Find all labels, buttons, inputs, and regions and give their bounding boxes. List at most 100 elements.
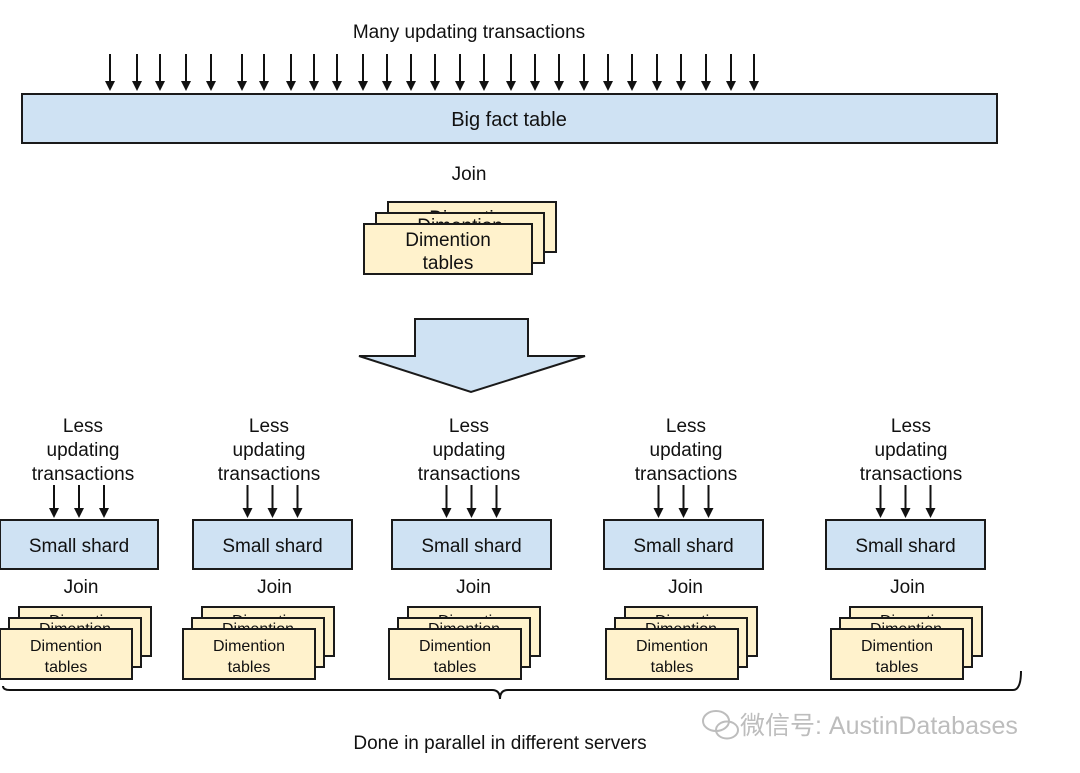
- dimension-card-front: [182, 628, 316, 680]
- transaction-arrow: [286, 54, 296, 91]
- watermark: 微信号: AustinDatabases: [702, 710, 1018, 740]
- dimension-card-front-label-1: Dimention: [419, 638, 491, 655]
- transaction-arrow: [479, 54, 489, 91]
- shard-transaction-arrow: [292, 485, 303, 518]
- shard-title-line: transactions: [418, 464, 520, 485]
- transaction-arrow: [455, 54, 465, 91]
- dimension-card-front: [0, 628, 133, 680]
- dimension-card-front-label-1: Dimention: [213, 638, 285, 655]
- dimension-card-front-label-2: tables: [434, 659, 477, 676]
- transaction-arrow: [506, 54, 516, 91]
- shard-transaction-arrow: [49, 485, 59, 518]
- small-shard-label: Small shard: [222, 536, 322, 557]
- transaction-arrow: [406, 54, 416, 91]
- shard-title-line: Less: [63, 416, 103, 437]
- watermark-text: 微信号: AustinDatabases: [740, 712, 1018, 740]
- shard-transaction-arrow: [678, 485, 689, 518]
- small-shard-box: [825, 519, 986, 570]
- transaction-arrow: [259, 54, 269, 91]
- small-shard-label: Small shard: [421, 536, 521, 557]
- dimension-card-front-label-1: Dimention: [636, 638, 708, 655]
- shard-join-label: Join: [257, 577, 292, 598]
- transaction-arrow: [701, 54, 711, 91]
- transaction-arrow: [309, 54, 319, 91]
- down-block-arrow-icon: [358, 318, 586, 394]
- transaction-arrow: [181, 54, 191, 91]
- transaction-arrow: [627, 54, 637, 91]
- small-shard-label: Small shard: [855, 536, 955, 557]
- shard-join-label: Join: [668, 577, 703, 598]
- small-shard-box: [192, 519, 353, 570]
- shard-transaction-arrow: [653, 485, 664, 518]
- small-shard-box: [603, 519, 764, 570]
- shard-transaction-arrow: [267, 485, 278, 518]
- shard-transaction-arrow: [74, 485, 84, 518]
- shard-title-line: transactions: [32, 464, 134, 485]
- shard-transaction-arrow: [703, 485, 714, 518]
- transaction-arrows: [105, 54, 759, 91]
- shard-title-line: transactions: [218, 464, 320, 485]
- shard-title-line: updating: [650, 440, 723, 461]
- transaction-arrow: [749, 54, 759, 91]
- transaction-arrow: [554, 54, 564, 91]
- transaction-arrow: [579, 54, 589, 91]
- shard-transaction-arrow: [242, 485, 253, 518]
- big-fact-table-label: Big fact table: [451, 109, 567, 131]
- top-title: Many updating transactions: [353, 22, 585, 43]
- bottom-caption: Done in parallel in different servers: [353, 733, 646, 754]
- dimension-card-front: [830, 628, 964, 680]
- transaction-arrow: [430, 54, 440, 91]
- shard-transaction-arrow: [925, 485, 936, 518]
- transaction-arrow: [105, 54, 115, 91]
- transaction-arrow: [358, 54, 368, 91]
- transaction-arrow: [382, 54, 392, 91]
- shard-join-label: Join: [64, 577, 99, 598]
- transaction-arrow: [332, 54, 342, 91]
- shard-title-line: Less: [666, 416, 706, 437]
- transaction-arrow: [237, 54, 247, 91]
- dimension-card-front: [388, 628, 522, 680]
- top-join-label: Join: [452, 164, 487, 185]
- small-shard-box: [0, 519, 159, 570]
- top-dimension-stack: Dimention Dimention Dimention tables: [363, 201, 557, 275]
- dimension-card-front-label-2: tables: [45, 659, 88, 676]
- transaction-arrow: [206, 54, 216, 91]
- shard-transaction-arrow: [875, 485, 886, 518]
- shard-title-line: transactions: [860, 464, 962, 485]
- shard-transaction-arrow: [900, 485, 911, 518]
- dimension-card-front-label-1: Dimention: [405, 230, 491, 251]
- big-fact-table: [21, 93, 998, 144]
- transaction-arrow: [603, 54, 613, 91]
- shard-join-label: Join: [890, 577, 925, 598]
- shard-title-line: Less: [449, 416, 489, 437]
- small-shard-label: Small shard: [29, 536, 129, 557]
- shard-title-line: Less: [891, 416, 931, 437]
- shard-transaction-arrow: [491, 485, 502, 518]
- transaction-arrow: [676, 54, 686, 91]
- dimension-card-front-label-2: tables: [228, 659, 271, 676]
- shard-title-line: transactions: [635, 464, 737, 485]
- dimension-card-front-label-2: tables: [651, 659, 694, 676]
- shard-title-line: Less: [249, 416, 289, 437]
- shard-title-line: updating: [875, 440, 948, 461]
- parallel-brace: [2, 670, 1022, 700]
- shard-title-line: updating: [233, 440, 306, 461]
- shard-transaction-arrow: [466, 485, 477, 518]
- transaction-arrow: [155, 54, 165, 91]
- transaction-arrow: [726, 54, 736, 91]
- shard-transaction-arrow: [441, 485, 452, 518]
- transaction-arrow: [652, 54, 662, 91]
- shard-title-line: updating: [433, 440, 506, 461]
- shard-transaction-arrow: [99, 485, 109, 518]
- shard-join-label: Join: [456, 577, 491, 598]
- transaction-arrow: [132, 54, 142, 91]
- dimension-card-front-label-2: tables: [423, 253, 474, 274]
- transaction-arrow: [530, 54, 540, 91]
- dimension-card-front-label-1: Dimention: [861, 638, 933, 655]
- dimension-card-front: [605, 628, 739, 680]
